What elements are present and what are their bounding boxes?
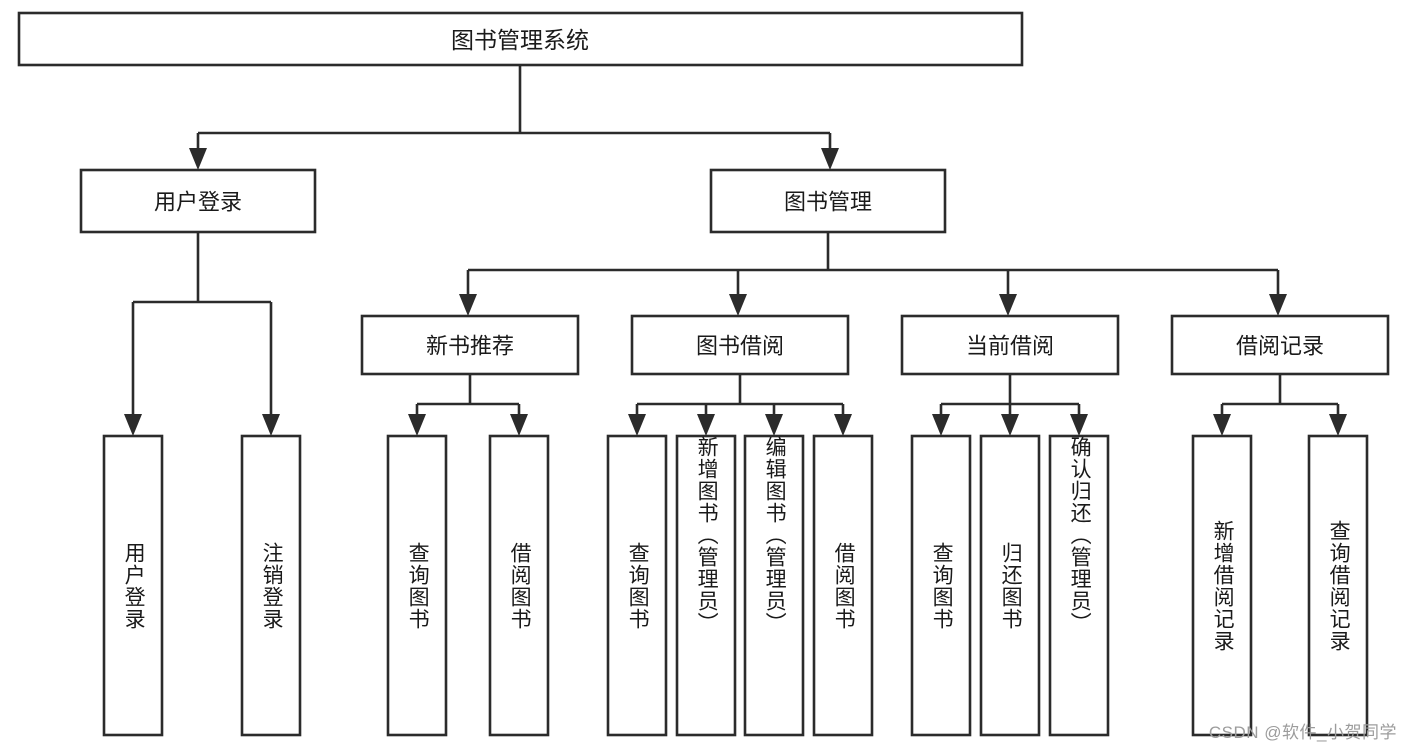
leaf-box-borrow-lend[interactable] — [812, 434, 874, 737]
arrow-head-icon — [408, 414, 426, 436]
connector-group-current-borrow — [932, 374, 1088, 436]
leaf-box-borrow-edit[interactable] — [743, 434, 805, 737]
node-user-login-box[interactable] — [79, 168, 317, 234]
node-user-login-label: 用户登录 — [154, 190, 242, 215]
node-borrow-record[interactable]: 借阅记录 — [1170, 314, 1390, 376]
node-root-box[interactable] — [17, 11, 1024, 67]
arrow-head-icon — [1213, 414, 1231, 436]
leaf-box-cur-query[interactable] — [910, 434, 972, 737]
node-current-borrow-label: 当前借阅 — [966, 334, 1054, 359]
connector-group-new-book-rec — [408, 374, 528, 436]
arrow-head-icon — [189, 148, 207, 170]
node-new-book-rec-label: 新书推荐 — [426, 334, 514, 359]
leaf-box-cur-return[interactable] — [979, 434, 1041, 737]
node-book-manage-box[interactable] — [709, 168, 947, 234]
node-current-borrow[interactable]: 当前借阅 — [900, 314, 1120, 376]
leaf-box-cur-confirm[interactable] — [1048, 434, 1110, 737]
arrow-head-icon — [124, 414, 142, 436]
leaf-box-user-login[interactable] — [102, 434, 164, 737]
node-book-manage-label: 图书管理 — [784, 190, 872, 215]
leaf-boxes — [102, 434, 1369, 737]
leaf-box-rec-query[interactable] — [386, 434, 448, 737]
node-borrow-record-box[interactable] — [1170, 314, 1390, 376]
node-root[interactable]: 图书管理系统 — [17, 11, 1024, 67]
node-borrow-record-label: 借阅记录 — [1236, 334, 1324, 359]
arrow-head-icon — [729, 294, 747, 316]
node-book-borrow[interactable]: 图书借阅 — [630, 314, 850, 376]
connector-group-borrow-record — [1213, 374, 1347, 436]
arrow-head-icon — [697, 414, 715, 436]
node-user-login[interactable]: 用户登录 — [79, 168, 317, 234]
arrow-head-icon — [932, 414, 950, 436]
leaf-box-borrow-add[interactable] — [675, 434, 737, 737]
csdn-watermark: CSDN @软件_小贺同学 — [1208, 723, 1397, 742]
leaf-box-rec-borrow[interactable] — [488, 434, 550, 737]
node-book-borrow-box[interactable] — [630, 314, 850, 376]
arrow-head-icon — [262, 414, 280, 436]
arrow-head-icon — [459, 294, 477, 316]
leaf-box-user-logout[interactable] — [240, 434, 302, 737]
arrow-head-icon — [834, 414, 852, 436]
leaf-box-rec-add[interactable] — [1191, 434, 1253, 737]
connector-group-root — [189, 65, 839, 170]
connector-group-book-borrow — [628, 374, 852, 436]
leaf-box-rec-search[interactable] — [1307, 434, 1369, 737]
node-new-book-rec-box[interactable] — [360, 314, 580, 376]
connector-group-book-manage — [459, 232, 1287, 316]
node-book-borrow-label: 图书借阅 — [696, 334, 784, 359]
arrow-head-icon — [821, 148, 839, 170]
node-book-manage[interactable]: 图书管理 — [709, 168, 947, 234]
arrow-head-icon — [1269, 294, 1287, 316]
leaf-box-borrow-query[interactable] — [606, 434, 668, 737]
node-root-label: 图书管理系统 — [451, 27, 589, 53]
arrow-head-icon — [999, 294, 1017, 316]
node-current-borrow-box[interactable] — [900, 314, 1120, 376]
arrow-head-icon — [1001, 414, 1019, 436]
arrow-head-icon — [510, 414, 528, 436]
node-new-book-rec[interactable]: 新书推荐 — [360, 314, 580, 376]
arrow-head-icon — [628, 414, 646, 436]
arrow-head-icon — [1329, 414, 1347, 436]
connector-group-user-login — [124, 232, 280, 436]
arrow-head-icon — [1070, 414, 1088, 436]
arrow-head-icon — [765, 414, 783, 436]
